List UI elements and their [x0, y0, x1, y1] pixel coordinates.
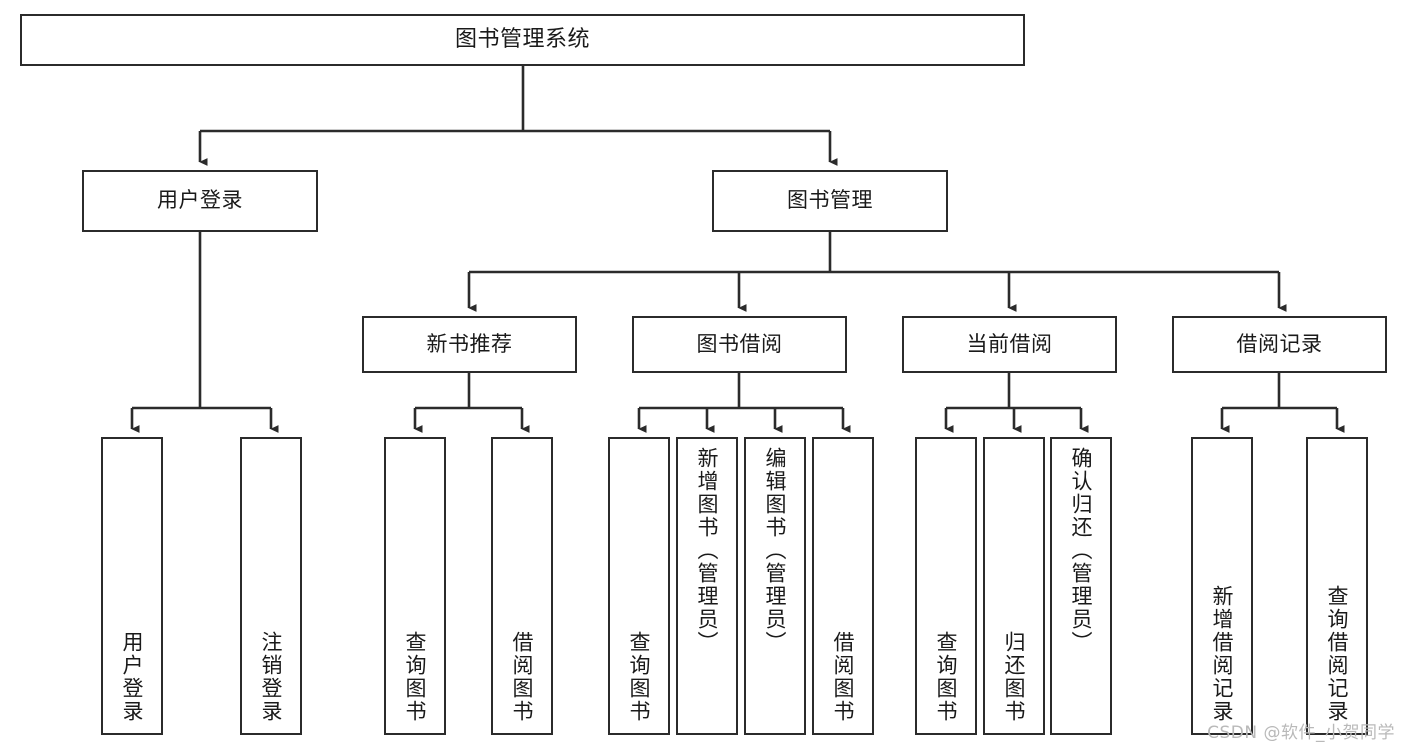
node-book-borrow[interactable]: 图书借阅 — [632, 316, 847, 373]
node-label: 归还图书 — [1002, 631, 1027, 723]
leaf-current-confirm-return-admin[interactable]: 确认归还（管理员） — [1050, 437, 1112, 735]
node-label: 查询借阅记录 — [1325, 585, 1350, 723]
node-label: 用户登录 — [157, 188, 243, 213]
node-label: 当前借阅 — [966, 331, 1053, 356]
leaf-records-query-record[interactable]: 查询借阅记录 — [1306, 437, 1368, 735]
leaf-new-book-borrow[interactable]: 借阅图书 — [491, 437, 553, 735]
node-label: 新增图书（管理员） — [695, 447, 720, 654]
leaf-borrow-query-book[interactable]: 查询图书 — [608, 437, 670, 735]
node-label: 用户登录 — [120, 631, 145, 723]
node-label: 编辑图书（管理员） — [763, 447, 788, 654]
node-borrow-records[interactable]: 借阅记录 — [1172, 316, 1387, 373]
leaf-new-book-query[interactable]: 查询图书 — [384, 437, 446, 735]
node-new-book-recommend[interactable]: 新书推荐 — [362, 316, 577, 373]
node-label: 查询图书 — [934, 631, 959, 723]
node-label: 借阅图书 — [831, 631, 856, 723]
watermark-text: CSDN @软件_小贺同学 — [1207, 723, 1395, 743]
node-current-borrow[interactable]: 当前借阅 — [902, 316, 1117, 373]
node-book-management[interactable]: 图书管理 — [712, 170, 948, 232]
node-root-system[interactable]: 图书管理系统 — [20, 14, 1025, 66]
node-label: 确认归还（管理员） — [1069, 447, 1094, 654]
leaf-current-return-book[interactable]: 归还图书 — [983, 437, 1045, 735]
leaf-borrow-add-book-admin[interactable]: 新增图书（管理员） — [676, 437, 738, 735]
node-label: 注销登录 — [259, 631, 284, 723]
node-label: 图书管理 — [787, 188, 873, 213]
leaf-records-add-record[interactable]: 新增借阅记录 — [1191, 437, 1253, 735]
leaf-current-query-book[interactable]: 查询图书 — [915, 437, 977, 735]
node-label: 图书管理系统 — [454, 26, 590, 52]
leaf-user-login-login[interactable]: 用户登录 — [101, 437, 163, 735]
node-label: 图书借阅 — [696, 331, 783, 356]
node-label: 查询图书 — [403, 631, 428, 723]
leaf-borrow-edit-book-admin[interactable]: 编辑图书（管理员） — [744, 437, 806, 735]
node-label: 借阅图书 — [510, 631, 535, 723]
leaf-borrow-borrow-book[interactable]: 借阅图书 — [812, 437, 874, 735]
node-user-login[interactable]: 用户登录 — [82, 170, 318, 232]
node-label: 新书推荐 — [426, 331, 513, 356]
node-label: 借阅记录 — [1236, 331, 1323, 356]
node-label: 查询图书 — [627, 631, 652, 723]
node-label: 新增借阅记录 — [1210, 585, 1235, 723]
leaf-user-login-logout[interactable]: 注销登录 — [240, 437, 302, 735]
